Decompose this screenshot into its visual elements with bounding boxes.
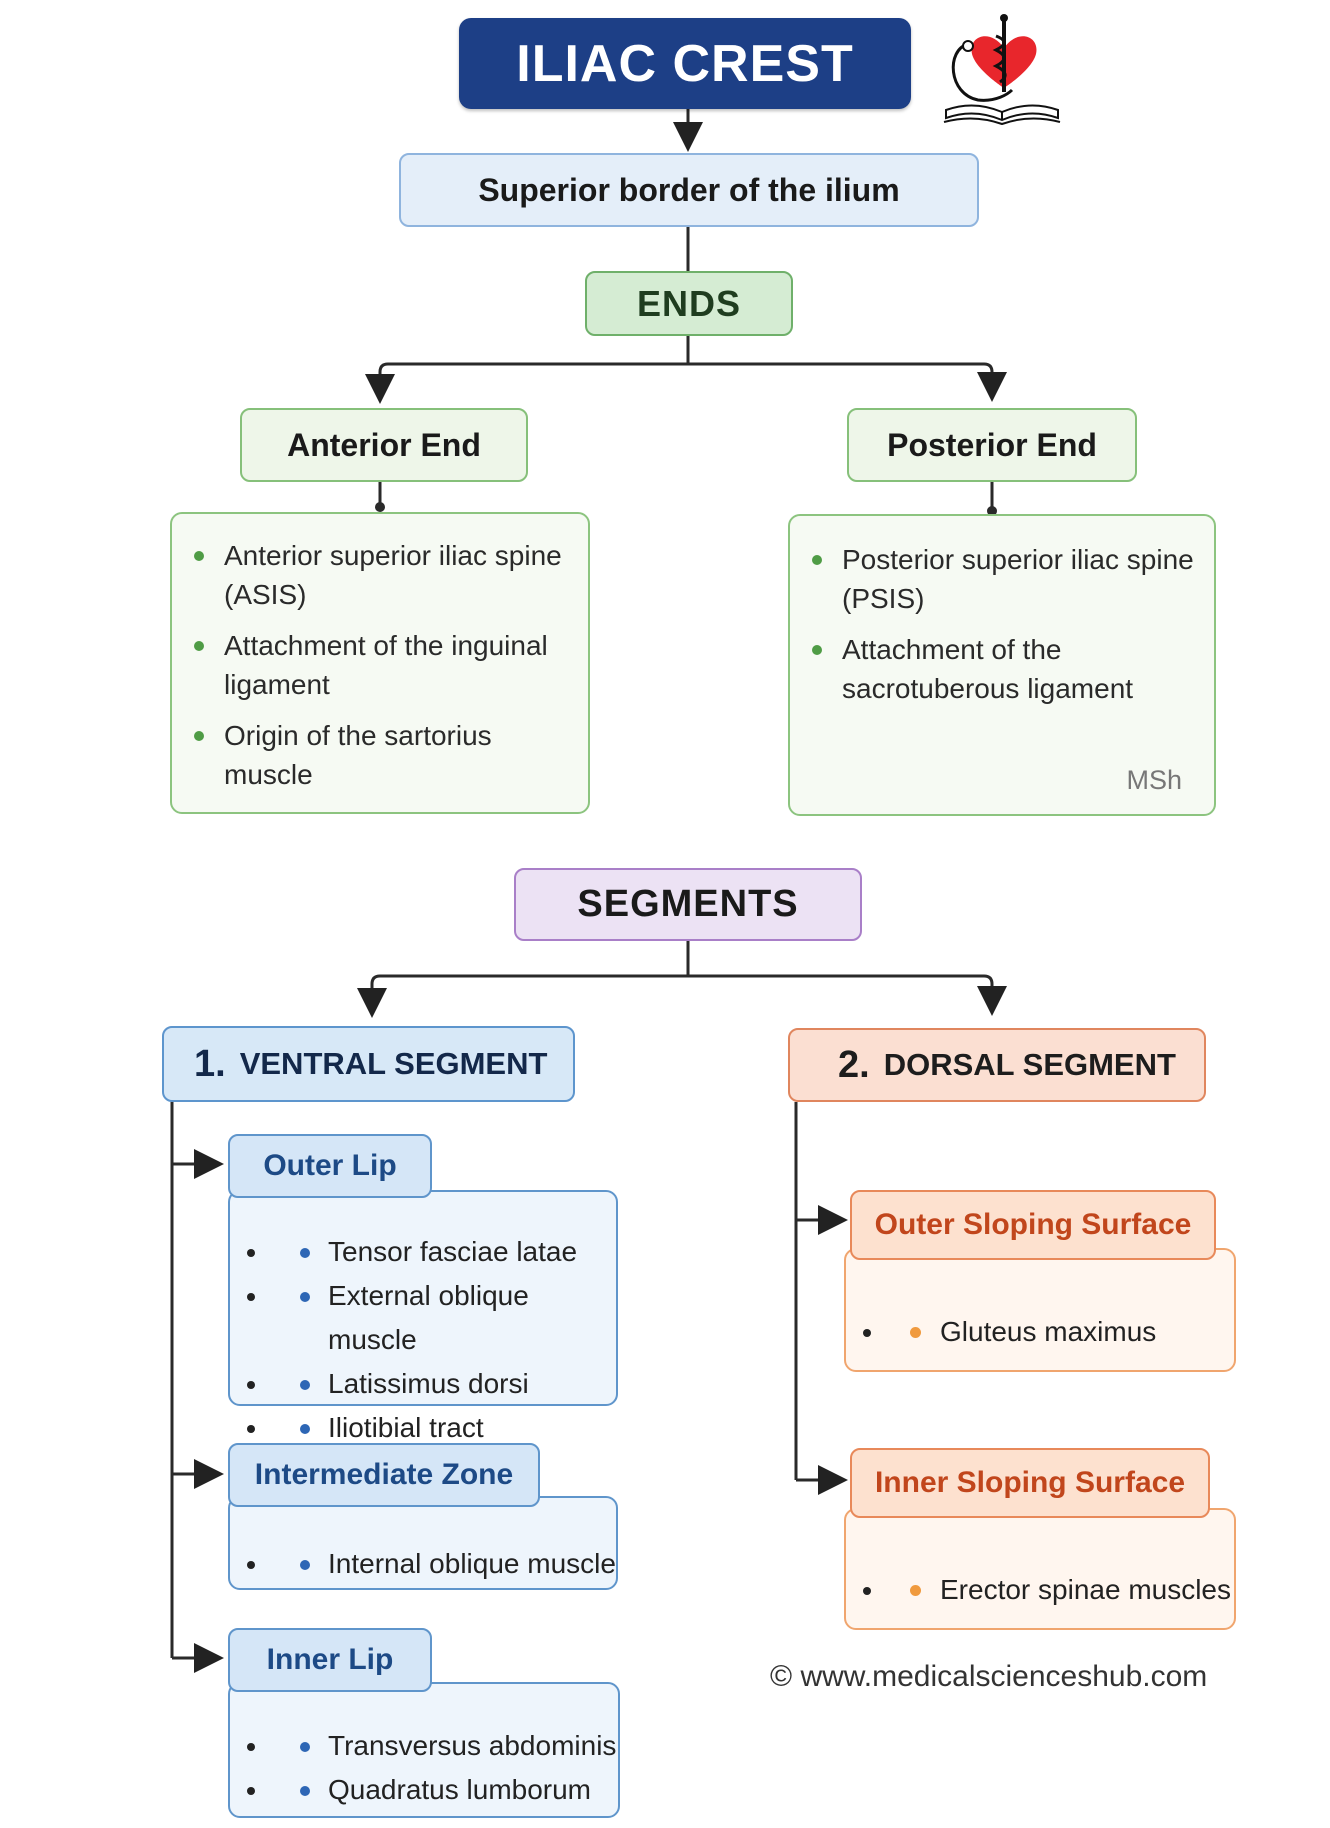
outer-sloping-surface-card: Gluteus maximus xyxy=(844,1248,1236,1372)
list-item: Internal oblique muscle xyxy=(270,1542,616,1586)
list-item: Posterior superior iliac spine (PSIS) xyxy=(790,540,1204,618)
list-item: Tensor fasciae latae xyxy=(270,1230,616,1274)
list-item: Transversus abdominis xyxy=(270,1724,618,1768)
outer-sloping-surface-label: Outer Sloping Surface xyxy=(850,1190,1216,1260)
copyright-text: © www.medicalscienceshub.com xyxy=(770,1660,1208,1693)
inner-sloping-surface-card: Erector spinae muscles xyxy=(844,1508,1236,1630)
list-item: Latissimus dorsi xyxy=(270,1362,616,1406)
caduceus-heart-stethoscope-book-icon xyxy=(938,8,1068,132)
list-item: Anterior superior iliac spine (ASIS) xyxy=(172,536,588,614)
inner-lip-label: Inner Lip xyxy=(228,1628,432,1692)
author-signature: MSh xyxy=(1126,765,1182,795)
ventral-segment-header: 1. VENTRAL SEGMENT xyxy=(162,1026,575,1102)
inner-sloping-surface-label: Inner Sloping Surface xyxy=(850,1448,1210,1518)
ventral-label: VENTRAL SEGMENT xyxy=(239,1046,548,1081)
dorsal-segment-header: 2. DORSAL SEGMENT xyxy=(788,1028,1206,1102)
dorsal-label: DORSAL SEGMENT xyxy=(883,1047,1176,1082)
list-item: Quadratus lumborum xyxy=(270,1768,618,1812)
page-title: ILIAC CREST xyxy=(459,18,911,109)
outer-lip-card: Tensor fasciae latae External oblique mu… xyxy=(228,1190,618,1443)
anterior-end-card: Anterior superior iliac spine (ASIS) Att… xyxy=(170,512,590,814)
list-item: External oblique muscle xyxy=(270,1274,616,1362)
outer-lip-label: Outer Lip xyxy=(228,1134,432,1198)
ends-header: ENDS xyxy=(585,271,793,336)
list-item: Iliotibial tract xyxy=(270,1406,616,1450)
anterior-end-header: Anterior End xyxy=(240,408,528,482)
list-item: Erector spinae muscles xyxy=(886,1570,1234,1610)
intermediate-zone-label: Intermediate Zone xyxy=(228,1443,540,1507)
inner-lip-card: Transversus abdominis Quadratus lumborum xyxy=(228,1682,620,1818)
segments-header: SEGMENTS xyxy=(514,868,862,941)
subtitle-box: Superior border of the ilium xyxy=(399,153,979,227)
ventral-number: 1. xyxy=(194,1042,226,1085)
list-item: Origin of the sartorius muscle xyxy=(172,716,588,794)
intermediate-zone-card: Internal oblique muscle xyxy=(228,1496,618,1590)
posterior-end-header: Posterior End xyxy=(847,408,1137,482)
dorsal-number: 2. xyxy=(838,1043,870,1086)
list-item: Attachment of the inguinal ligament xyxy=(172,626,588,704)
list-item: Gluteus maximus xyxy=(886,1312,1234,1352)
list-item: Attachment of the sacrotuberous ligament xyxy=(790,630,1204,708)
posterior-end-card: Posterior superior iliac spine (PSIS) At… xyxy=(788,514,1216,816)
